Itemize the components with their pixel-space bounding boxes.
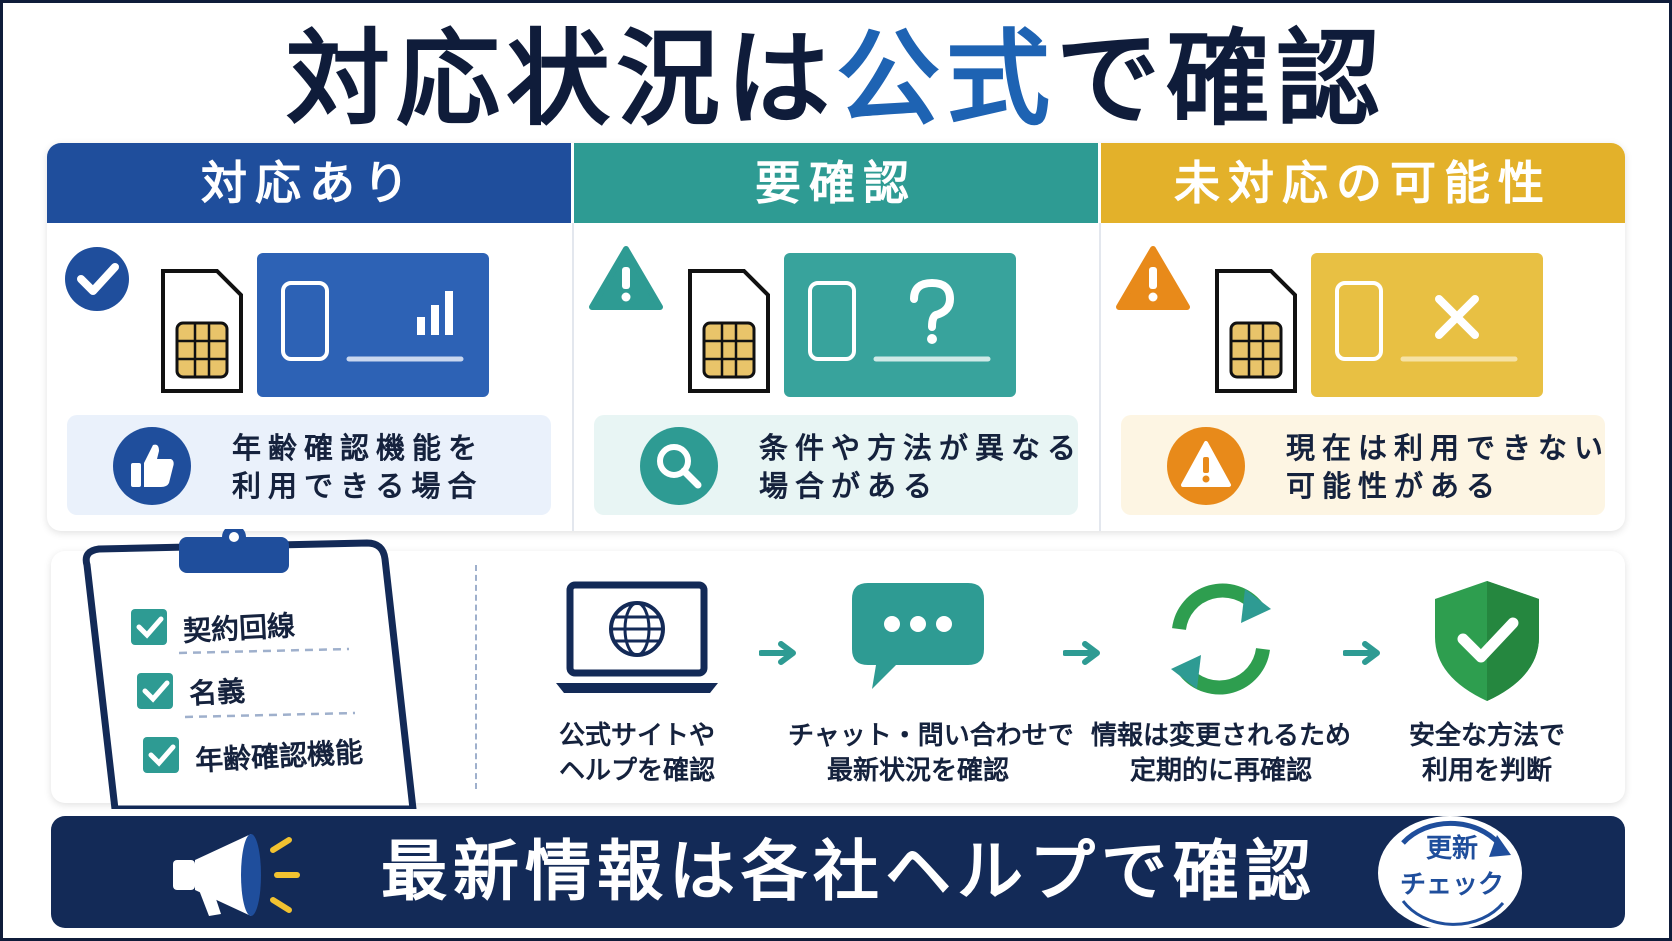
clipboard-icon [82, 529, 417, 809]
laptop-globe-icon [556, 581, 718, 693]
note-text: 条件や方法が異なる場合がある [759, 429, 1083, 505]
checklist-item: 契約回線 [182, 609, 296, 648]
card-note: 現在は利用できない可能性がある [1121, 415, 1605, 515]
cross-icon [1335, 281, 1518, 362]
note-text: 現在は利用できない可能性がある [1286, 429, 1610, 505]
sim-card-icon [688, 269, 770, 393]
note-line: 利用できる場合 [232, 469, 484, 503]
step-safe-decision: 安全な方法で利用を判断 [1357, 579, 1617, 786]
bottom-banner: 最新情報は各社ヘルプで確認 [51, 816, 1625, 928]
arrow-right-icon [759, 641, 796, 665]
step-recheck: 情報は変更されるため定期的に再確認 [1091, 579, 1351, 786]
card-note: 条件や方法が異なる場合がある [594, 415, 1078, 515]
page-title: 対応状況は公式で確認 [3, 17, 1669, 142]
warning-icon [1167, 427, 1245, 505]
card-divider [572, 223, 574, 531]
step-label: 公式サイトやヘルプを確認 [507, 719, 767, 789]
title-accent: 公式 [835, 18, 1056, 140]
card-heading: 要確認 [574, 143, 1098, 223]
title-part1: 対応状況は [285, 18, 836, 140]
phone-panel [257, 253, 489, 397]
step-line: 情報は変更されるため [1091, 721, 1352, 751]
step-line: ヘルプを確認 [558, 756, 715, 786]
chat-bubble-icon [852, 583, 984, 689]
arrow-right-icon [1063, 641, 1100, 665]
check-circle-icon [65, 247, 129, 311]
note-text: 年齢確認機能を利用できる場合 [232, 429, 484, 505]
step-line: 最新状況を確認 [826, 756, 1009, 786]
card-supported: 対応あり [47, 143, 571, 531]
sim-card-icon [161, 269, 243, 393]
arrow-right-icon [1343, 641, 1380, 665]
step-line: 利用を判断 [1421, 756, 1552, 786]
step-line: 安全な方法で [1408, 721, 1565, 751]
magnifier-icon [640, 427, 718, 505]
step-line: チャット・問い合わせで [788, 721, 1074, 751]
update-check-badge-icon [1378, 816, 1522, 930]
card-needs-check: 要確認 [574, 143, 1098, 531]
step-label: チャット・問い合わせで最新状況を確認 [788, 719, 1074, 789]
sim-card-icon [1215, 269, 1297, 393]
note-line: 場合がある [759, 469, 940, 503]
card-heading: 未対応の可能性 [1101, 143, 1625, 223]
card-possibly-unsupported: 未対応の可能性 [1101, 143, 1625, 531]
phone-panel [1311, 253, 1543, 397]
card-heading: 対応あり [47, 143, 571, 223]
step-line: 定期的に再確認 [1129, 756, 1312, 786]
note-line: 可能性がある [1286, 469, 1503, 503]
banner-text: 最新情報は各社ヘルプで確認 [381, 833, 1317, 910]
note-line: 年齢確認機能を [232, 431, 485, 465]
phone-panel [784, 253, 1016, 397]
thumbs-up-icon [113, 427, 191, 505]
status-cards: 対応あり [47, 143, 1625, 531]
badge-line: 更新 [1425, 834, 1478, 864]
shield-check-icon [1435, 581, 1539, 701]
process-panel: 契約回線 名義 年齢確認機能 公式サイトやヘルプを確認 [51, 529, 1625, 809]
step-official-site: 公式サイトやヘルプを確認 [507, 579, 767, 786]
step-chat-inquiry: チャット・問い合わせで最新状況を確認 [788, 579, 1074, 786]
section-separator [475, 565, 477, 789]
title-part2: で確認 [1056, 18, 1387, 140]
warning-icon [1116, 246, 1190, 310]
note-line: 条件や方法が異なる [759, 431, 1084, 465]
step-line: 公式サイトや [558, 721, 715, 751]
refresh-icon [1171, 583, 1271, 695]
note-line: 現在は利用できない [1286, 431, 1611, 465]
checklist-item: 名義 [188, 674, 246, 711]
signal-bars-icon [281, 281, 464, 362]
step-label: 情報は変更されるため定期的に再確認 [1091, 719, 1351, 789]
badge-line: チェック [1399, 870, 1504, 900]
megaphone-icon [173, 834, 300, 916]
card-divider [1099, 223, 1101, 531]
update-check-badge: 更新チェック [1397, 831, 1507, 903]
warning-icon [589, 246, 663, 310]
card-note: 年齢確認機能を利用できる場合 [67, 415, 551, 515]
question-mark-icon [808, 278, 991, 362]
step-label: 安全な方法で利用を判断 [1357, 719, 1617, 789]
